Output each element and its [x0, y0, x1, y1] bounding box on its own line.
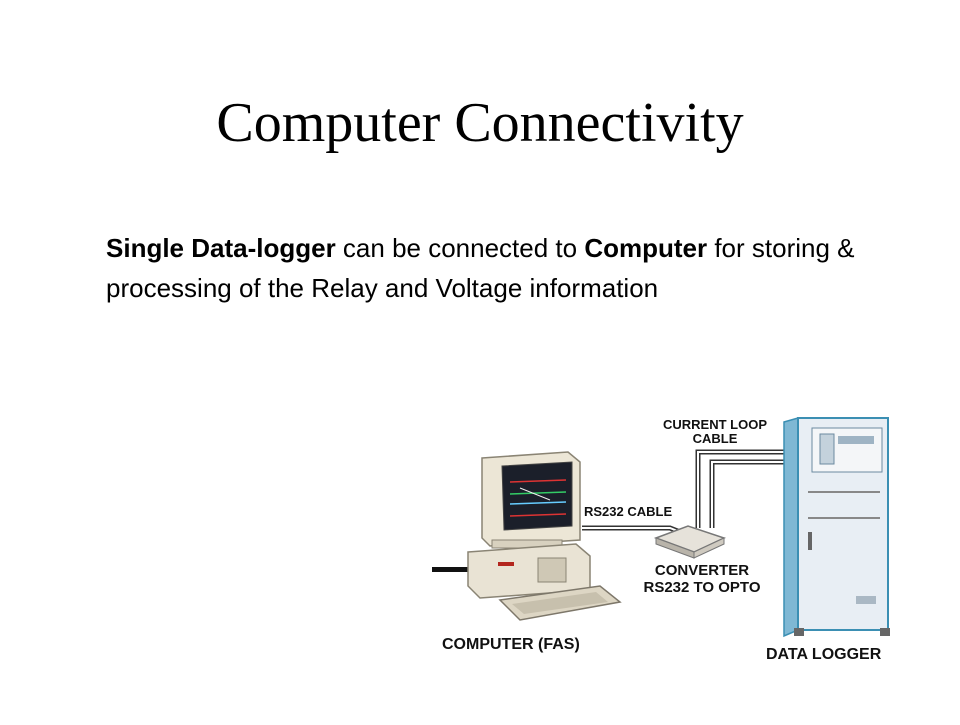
label-current-loop-line1: CURRENT LOOP [663, 417, 767, 432]
label-rs232-cable: RS232 CABLE [584, 504, 673, 519]
label-current-loop-line2: CABLE [692, 431, 738, 446]
slide-paragraph: Single Data-logger can be connected to C… [106, 228, 946, 308]
converter-device [653, 525, 727, 559]
paragraph-text-2: for storing & processing of the Relay an… [106, 233, 855, 303]
slide-title: Computer Connectivity [216, 92, 744, 154]
data-logger-cabinet [783, 417, 890, 638]
cable-stub [432, 567, 468, 572]
computer-keyboard [498, 585, 622, 621]
computer-case [467, 543, 591, 599]
connectivity-diagram: CURRENT LOOP CABLE RS232 CABLE CONVERTER… [420, 400, 960, 720]
computer-monitor [481, 451, 581, 549]
paragraph-bold-datalogger: Single Data-logger [106, 233, 336, 263]
label-converter-line1: CONVERTER [654, 562, 750, 579]
label-current-loop: CURRENT LOOP CABLE [655, 418, 775, 446]
label-computer: COMPUTER (FAS) [442, 636, 580, 653]
paragraph-bold-computer: Computer [584, 233, 708, 263]
diagram-graphics [432, 417, 890, 638]
monitor-screen [501, 461, 573, 531]
paragraph-text-1: can be connected to [335, 233, 585, 263]
label-converter-line2: RS232 TO OPTO [643, 579, 761, 596]
label-converter: CONVERTER RS232 TO OPTO [632, 562, 772, 596]
label-data-logger: DATA LOGGER [766, 646, 882, 663]
